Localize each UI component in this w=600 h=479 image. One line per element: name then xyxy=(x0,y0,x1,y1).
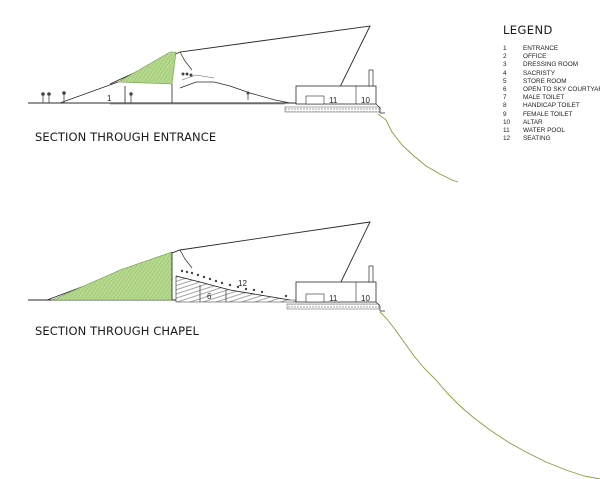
legend: LEGEND 1 ENTRANCE 2 OFFICE 3 DRESSING ROOM 4 SA… xyxy=(503,23,600,143)
legend-item-number: 4 xyxy=(503,69,507,77)
terrain-line-long xyxy=(379,311,600,479)
legend-item-number: 11 xyxy=(503,126,510,134)
legend-item: 9 FEMALE TOILET xyxy=(503,111,600,119)
legend-item-number: 7 xyxy=(503,94,507,102)
label-water-pool-2: 11 xyxy=(329,294,338,303)
legend-item-number: 2 xyxy=(503,53,507,61)
green-roof-large xyxy=(51,251,173,301)
legend-item-label: SACRISTY xyxy=(523,69,555,77)
terrain-line xyxy=(377,113,459,183)
section-title-entrance: SECTION THROUGH ENTRANCE xyxy=(35,130,217,144)
legend-item-label: ALTAR xyxy=(523,118,543,126)
legend-item-number: 10 xyxy=(503,118,511,126)
section-chapel-drawing: 12 6 11 10 xyxy=(28,221,600,479)
legend-item: 2 OFFICE xyxy=(503,53,600,61)
label-courtyard: 6 xyxy=(207,292,212,301)
legend-item: 1 ENTRANCE xyxy=(503,45,600,53)
legend-item-label: OFFICE xyxy=(523,53,547,61)
section-title-chapel: SECTION THROUGH CHAPEL xyxy=(35,324,200,338)
legend-title: LEGEND xyxy=(503,23,553,37)
legend-item: 6 OPEN TO SKY COURTYARD xyxy=(503,86,600,94)
legend-item-label: DRESSING ROOM xyxy=(523,61,579,69)
legend-item-number: 1 xyxy=(503,45,507,52)
label-water-pool: 11 xyxy=(329,96,338,105)
green-roof xyxy=(116,51,177,85)
legend-item: 3 DRESSING ROOM xyxy=(503,61,600,69)
section-entrance-drawing: 1 11 10 xyxy=(28,25,459,183)
label-entrance: 1 xyxy=(107,94,112,103)
label-altar: 10 xyxy=(361,96,370,105)
legend-item: 10 ALTAR xyxy=(503,119,600,127)
legend-item-number: 8 xyxy=(503,102,507,110)
legend-item-label: MALE TOILET xyxy=(523,94,565,102)
legend-item-label: ENTRANCE xyxy=(523,45,559,52)
legend-item: 12 SEATING xyxy=(503,135,600,143)
legend-item-label: SEATING xyxy=(523,135,551,143)
legend-item-label: WATER POOL xyxy=(523,126,565,134)
legend-item: 4 SACRISTY xyxy=(503,70,600,78)
legend-item: 8 HANDICAP TOILET xyxy=(503,102,600,110)
legend-item: 5 STORE ROOM xyxy=(503,78,600,86)
people-seated xyxy=(180,269,288,298)
legend-item: 7 MALE TOILET xyxy=(503,94,600,102)
legend-item: 11 WATER POOL xyxy=(503,127,600,135)
people-figures xyxy=(41,72,250,103)
legend-item-label: OPEN TO SKY COURTYARD xyxy=(523,85,600,93)
legend-item-label: HANDICAP TOILET xyxy=(523,102,580,110)
legend-item-number: 12 xyxy=(503,135,511,143)
legend-item-label: STORE ROOM xyxy=(523,77,567,85)
legend-item-number: 9 xyxy=(503,110,507,118)
legend-item-label: FEMALE TOILET xyxy=(523,110,573,118)
label-seating: 12 xyxy=(238,279,247,288)
tower xyxy=(368,69,374,87)
legend-item-number: 5 xyxy=(503,77,507,85)
legend-item-number: 6 xyxy=(503,85,507,93)
floor-slab xyxy=(284,106,381,113)
legend-item-number: 3 xyxy=(503,61,507,69)
label-altar-2: 10 xyxy=(361,294,370,303)
